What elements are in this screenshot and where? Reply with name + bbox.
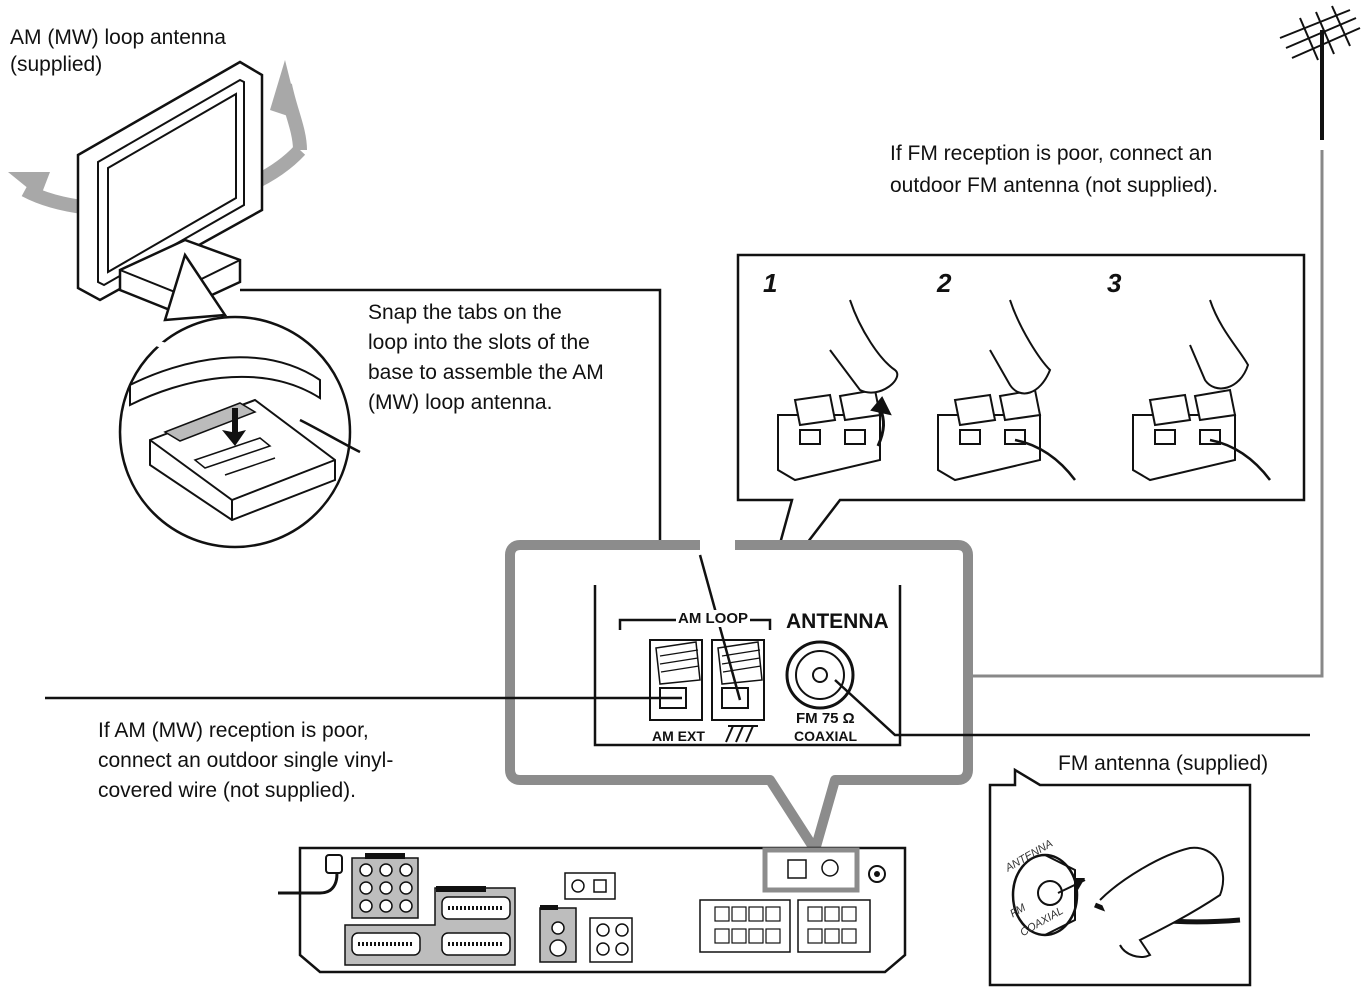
fm-75-label: FM 75 Ω: [796, 710, 855, 727]
outdoor-fm-lead-line: [830, 150, 1324, 678]
am-poor-label: If AM (MW) reception is poor, connect an…: [98, 719, 394, 802]
fm-antenna-supplied-label: FM antenna (supplied): [1058, 752, 1269, 775]
antenna-panel-callout: [505, 540, 973, 855]
step-3-number: 3: [1107, 268, 1122, 298]
fm-poor-label: If FM reception is poor, connect an outd…: [890, 142, 1219, 197]
loop-assembly-zoom-icon: [118, 252, 361, 549]
am-loop-panel-label: AM LOOP: [676, 610, 750, 627]
outdoor-fm-antenna-icon: [1279, 5, 1361, 140]
snap-instruction-label: Snap the tabs on the loop into the slots…: [368, 301, 604, 414]
am-loop-antenna-icon: [8, 60, 307, 314]
step-1-terminal-icon: [777, 299, 899, 482]
fm-antenna-inset: [988, 767, 1252, 987]
antenna-panel-label: ANTENNA: [786, 610, 889, 633]
coaxial-label: COAXIAL: [794, 728, 857, 744]
fm-supplied-wire-line: [834, 679, 1310, 737]
rear-panel-icon: [278, 846, 907, 974]
step-3-terminal-icon: [1132, 299, 1271, 482]
am-loop-antenna-label: AM (MW) loop antenna (supplied): [10, 26, 226, 76]
step-1-number: 1: [763, 268, 778, 298]
am-ext-label: AM EXT: [652, 728, 705, 744]
step-2-number: 2: [937, 268, 952, 298]
step-2-terminal-icon: [937, 299, 1076, 482]
